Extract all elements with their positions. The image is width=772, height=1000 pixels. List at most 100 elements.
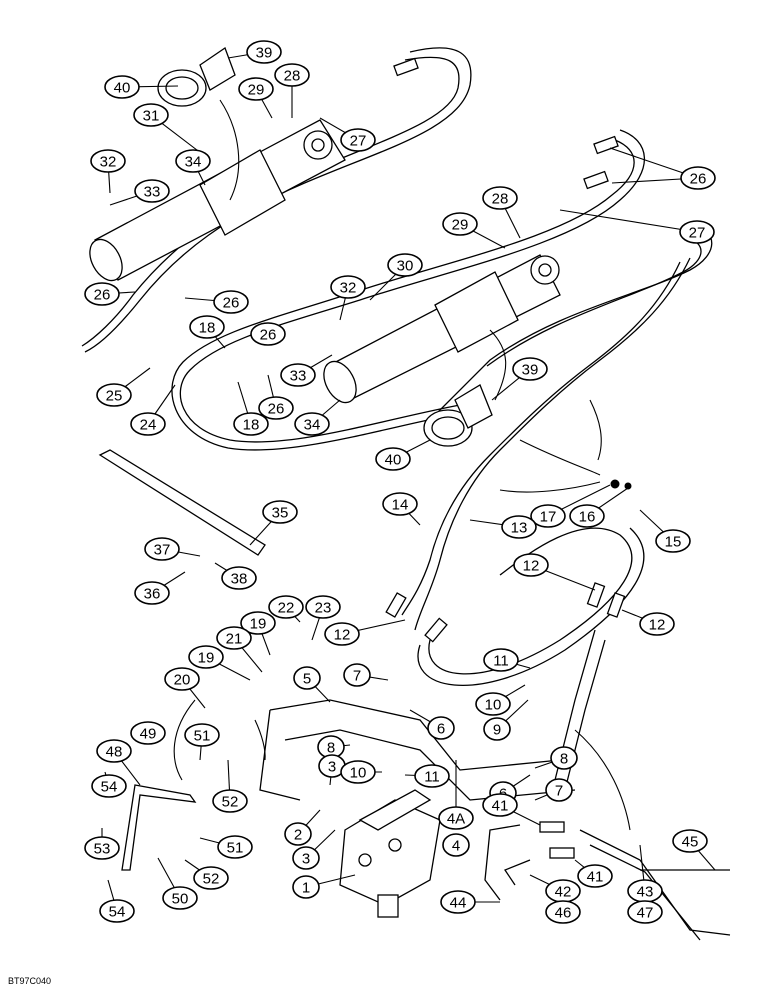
callout-43: 43 [627, 879, 663, 903]
callout-label: 8 [560, 751, 568, 768]
callout-22: 22 [268, 595, 304, 619]
callout-26: 26 [213, 290, 249, 314]
callout-label: 32 [340, 280, 357, 297]
callout-label: 40 [385, 452, 402, 469]
callout-label: 20 [174, 672, 191, 689]
callout-46: 46 [545, 900, 581, 924]
callout-label: 43 [637, 884, 654, 901]
callout-label: 25 [106, 388, 123, 405]
callout-label: 35 [272, 505, 289, 522]
callout-26: 26 [680, 166, 716, 190]
callout-40: 40 [104, 75, 140, 99]
callout-label: 34 [304, 417, 321, 434]
callout-label: 18 [243, 417, 260, 434]
callout-52: 52 [193, 866, 229, 890]
callout-label: 3 [328, 759, 336, 776]
callout-label: 31 [143, 108, 160, 125]
clamp-lower [423, 384, 493, 447]
callout-label: 26 [94, 287, 111, 304]
callout-53: 53 [84, 836, 120, 860]
callout-label: 53 [94, 841, 111, 858]
callout-label: 48 [106, 744, 123, 761]
callout-23: 23 [305, 595, 341, 619]
callout-33: 33 [134, 179, 170, 203]
callout-37: 37 [144, 537, 180, 561]
direction-arrows [173, 99, 631, 831]
callout-label: 28 [284, 68, 301, 85]
callout-10: 10 [475, 692, 511, 716]
callout-9: 9 [483, 717, 511, 741]
bracket-48 [121, 784, 197, 871]
callout-label: 13 [511, 520, 528, 537]
callout-13: 13 [501, 515, 537, 539]
callout-label: 52 [222, 794, 239, 811]
callout-39: 39 [246, 40, 282, 64]
callout-label: 4 [452, 838, 460, 855]
callout-1: 1 [292, 875, 320, 899]
callout-label: 39 [256, 45, 273, 62]
callout-18: 18 [189, 315, 225, 339]
callout-33: 33 [280, 363, 316, 387]
callout-4a: 4A [438, 806, 474, 830]
callout-label: 12 [334, 627, 351, 644]
callout-label: 54 [109, 904, 126, 921]
callout-39: 39 [512, 357, 548, 381]
callout-44: 44 [440, 890, 476, 914]
callout-label: 12 [649, 617, 666, 634]
callout-50: 50 [162, 886, 198, 910]
callout-label: 9 [493, 722, 501, 739]
callout-3: 3 [292, 846, 320, 870]
callout-label: 32 [100, 154, 117, 171]
callout-label: 3 [302, 851, 310, 868]
callout-label: 18 [199, 320, 216, 337]
callout-18: 18 [233, 412, 269, 436]
callout-20: 20 [164, 667, 200, 691]
callout-27: 27 [340, 128, 376, 152]
callout-label: 6 [437, 721, 445, 738]
callout-21: 21 [216, 626, 252, 650]
callout-label: 4A [447, 811, 465, 828]
callout-38: 38 [221, 566, 257, 590]
callout-17: 17 [530, 504, 566, 528]
callout-label: 27 [689, 225, 706, 242]
leader-line [559, 209, 698, 233]
figure-code: BT97C040 [8, 976, 52, 986]
callout-30: 30 [387, 253, 423, 277]
lower-cylinder [323, 254, 561, 404]
callout-42: 42 [545, 879, 581, 903]
callout-label: 29 [248, 82, 265, 99]
control-valve [339, 789, 441, 918]
callout-11: 11 [414, 764, 450, 788]
callout-label: 44 [450, 895, 467, 912]
callout-label: 7 [555, 783, 563, 800]
callout-41: 41 [482, 793, 518, 817]
callout-label: 12 [523, 558, 540, 575]
callout-2: 2 [284, 822, 312, 846]
callout-15: 15 [655, 529, 691, 553]
callout-label: 11 [424, 769, 440, 786]
callout-26: 26 [258, 396, 294, 420]
callout-label: 28 [492, 191, 509, 208]
callout-49: 49 [130, 721, 166, 745]
support-bar [98, 449, 266, 556]
callout-7: 7 [343, 663, 371, 687]
callout-label: 1 [302, 880, 310, 897]
callout-label: 39 [522, 362, 539, 379]
callout-label: 19 [250, 616, 267, 633]
callout-4: 4 [442, 833, 470, 857]
callout-48: 48 [96, 739, 132, 763]
callout-label: 33 [144, 184, 161, 201]
callout-label: 30 [397, 258, 414, 275]
callout-label: 24 [140, 417, 157, 434]
callout-51: 51 [184, 723, 220, 747]
callout-label: 41 [587, 869, 604, 886]
callout-label: 51 [194, 728, 211, 745]
callout-45: 45 [672, 829, 708, 853]
callout-label: 52 [203, 871, 220, 888]
callout-54: 54 [91, 774, 127, 798]
callout-label: 10 [350, 765, 367, 782]
callout-label: 51 [227, 840, 244, 857]
callout-label: 38 [231, 571, 248, 588]
callout-label: 19 [198, 650, 215, 667]
callout-label: 27 [350, 133, 367, 150]
